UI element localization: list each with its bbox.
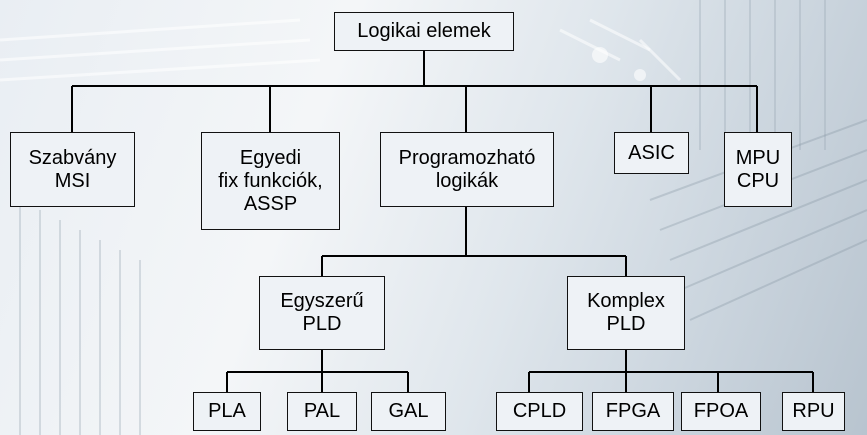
node-komplex-pld: Komplex PLD <box>567 276 685 350</box>
node-fpga: FPGA <box>592 392 674 431</box>
node-asic: ASIC <box>614 132 689 174</box>
node-cpld: CPLD <box>496 392 583 431</box>
node-egyszeru-pld: Egyszerű PLD <box>259 276 385 350</box>
node-egyedi-fix-funkciok: Egyedi fix funkciók, ASSP <box>201 132 340 230</box>
node-programozhato-logikak: Programozható logikák <box>380 132 554 207</box>
node-logikai-elemek: Logikai elemek <box>334 12 514 51</box>
node-gal: GAL <box>371 392 446 431</box>
node-fpoa: FPOA <box>681 392 761 431</box>
node-mpu-cpu: MPU CPU <box>724 132 792 207</box>
node-rpu: RPU <box>782 392 845 431</box>
node-pla: PLA <box>193 392 261 431</box>
node-szabvany-msi: Szabvány MSI <box>10 132 135 207</box>
node-pal: PAL <box>287 392 357 431</box>
